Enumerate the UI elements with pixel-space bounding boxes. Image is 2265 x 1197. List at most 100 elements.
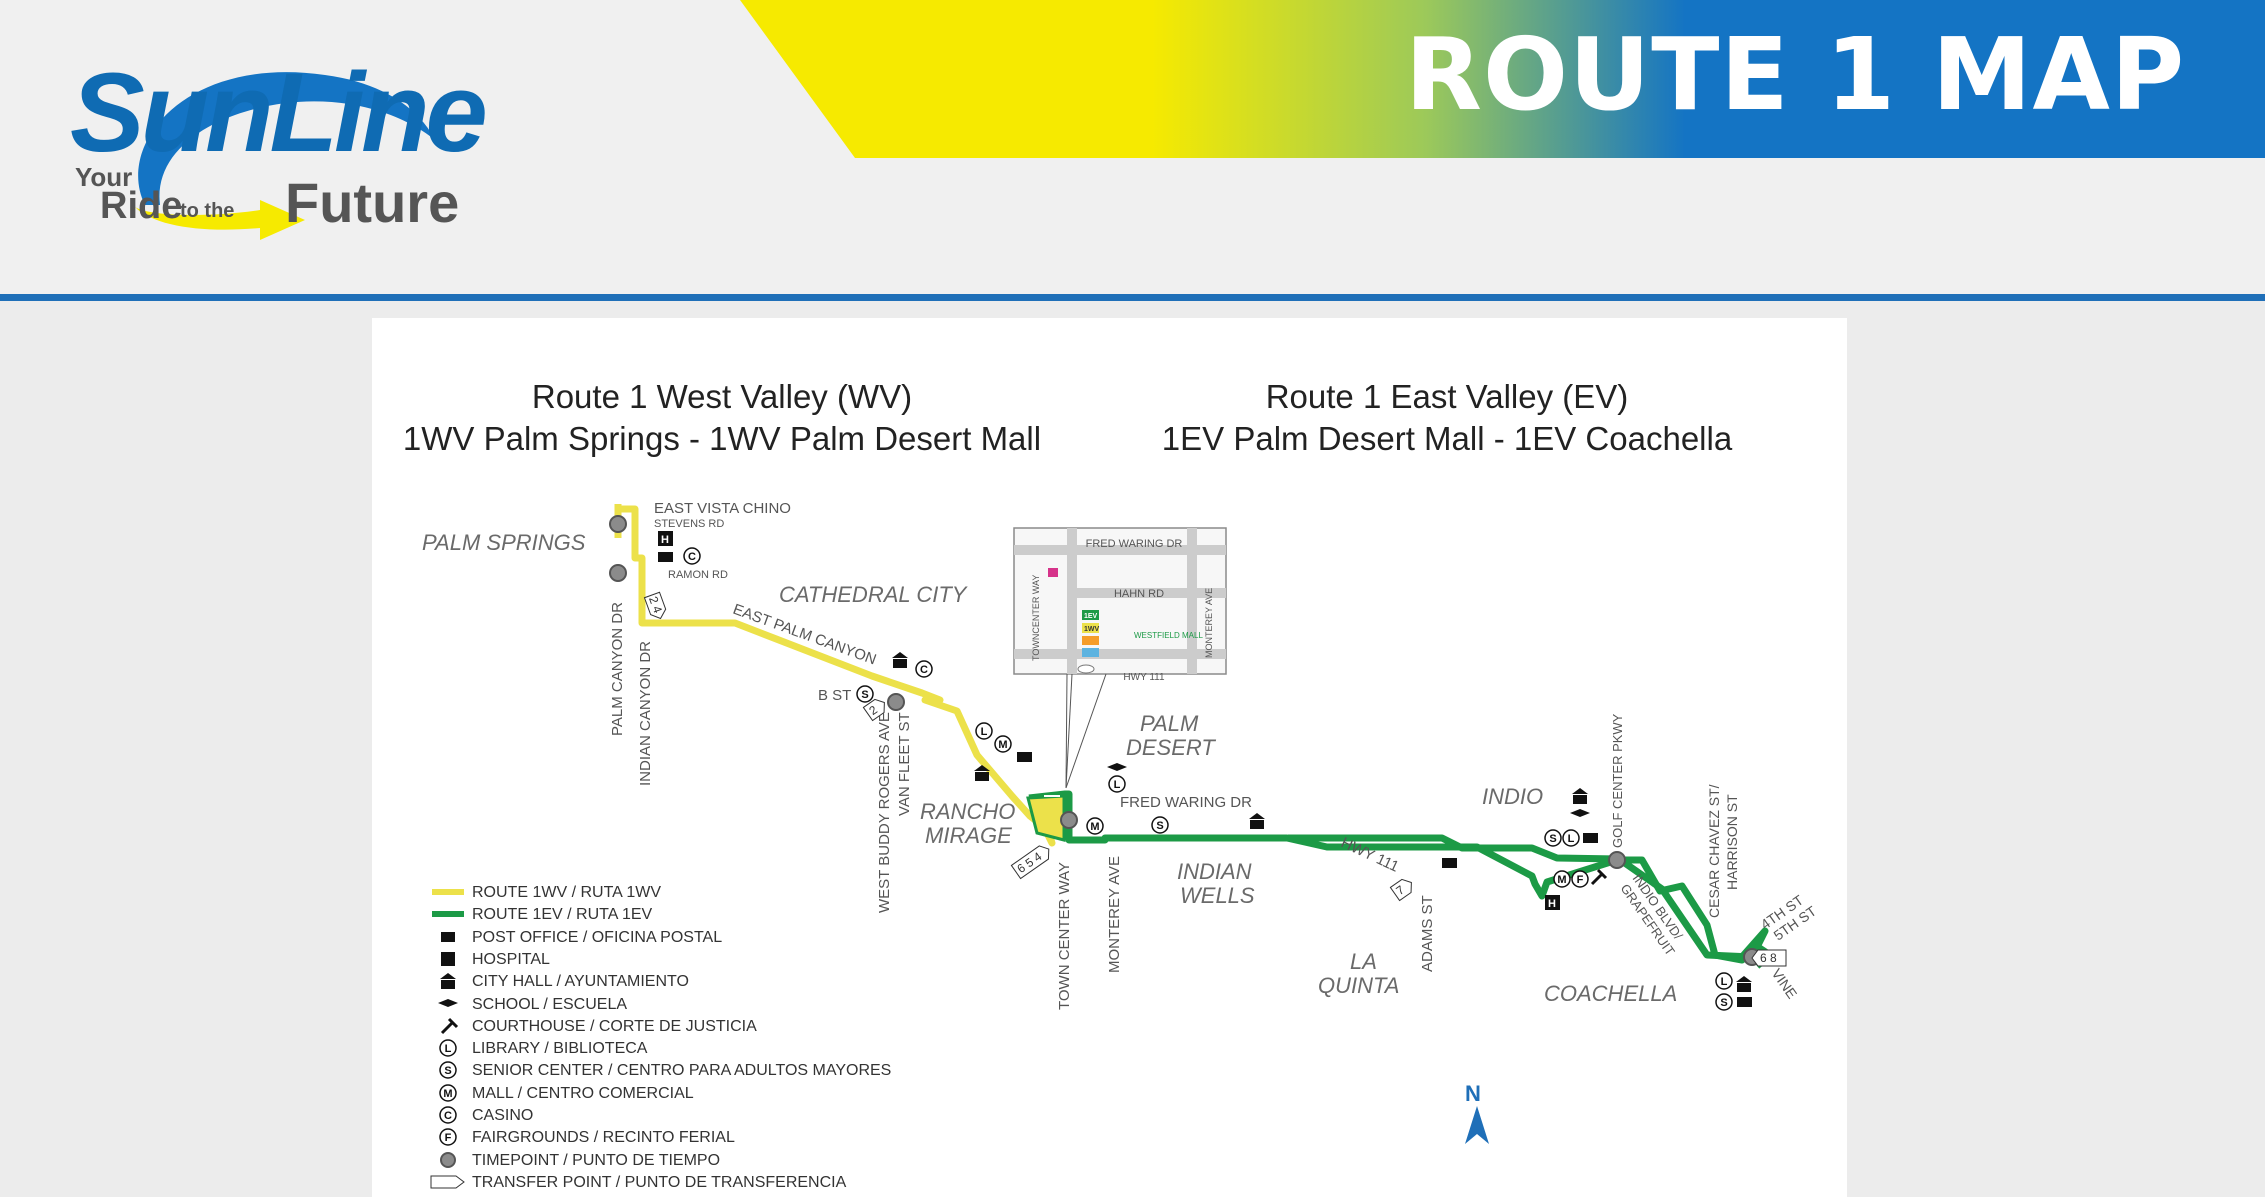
mall-symbol: M — [998, 739, 1007, 751]
header-divider — [0, 294, 2265, 301]
legend-item: F FAIRGROUNDS / RECINTO FERIAL — [430, 1127, 990, 1149]
senior-center-icon — [856, 685, 874, 703]
legend-item: ROUTE 1WV / RUTA 1WV — [430, 882, 990, 904]
fairgrounds-symbol: F — [1577, 874, 1584, 886]
amenity-icons — [658, 531, 1752, 1011]
city-hall-icon — [892, 652, 908, 668]
legend-label: CITY HALL / AYUNTAMIENTO — [472, 973, 689, 991]
legend-label: FAIRGROUNDS / RECINTO FERIAL — [472, 1129, 735, 1147]
city-hall-icon — [1249, 813, 1265, 829]
east-valley-subtitle: 1EV Palm Desert Mall - 1EV Coachella — [1161, 420, 1733, 457]
legend-item: POST OFFICE / OFICINA POSTAL — [430, 927, 990, 949]
street-indian-canyon: INDIAN CANYON DR — [637, 641, 654, 786]
town-center-loop — [1026, 794, 1066, 842]
mall-icon: M — [439, 1083, 457, 1102]
post-office-icon — [1583, 833, 1598, 843]
senior-symbol: S — [1720, 997, 1727, 1009]
senior-center-icon — [1715, 993, 1733, 1011]
east-valley-title: Route 1 East Valley (EV) — [1265, 378, 1629, 415]
library-icon: L — [439, 1039, 457, 1057]
city-palm: PALM — [1140, 711, 1199, 736]
logo-tagline-ride: Ride — [100, 185, 183, 227]
street-monterey-ave: MONTEREY AVE — [1106, 856, 1123, 973]
post-office-icon — [1737, 997, 1752, 1007]
mall-symbol: M — [1090, 821, 1099, 833]
mall-symbol: M — [1557, 874, 1566, 886]
legend-item: CITY HALL / AYUNTAMIENTO — [430, 971, 990, 993]
legend-label: ROUTE 1EV / RUTA 1EV — [472, 906, 653, 924]
transfer-point-icon — [430, 1175, 465, 1189]
timepoint-ramon — [609, 564, 627, 582]
legend-item: TIMEPOINT / PUNTO DE TIEMPO — [430, 1150, 990, 1172]
legend-label: ROUTE 1WV / RUTA 1WV — [472, 884, 662, 901]
senior-symbol: S — [1156, 820, 1163, 832]
street-harrison: HARRISON ST — [1724, 794, 1740, 890]
legend-symbol-letter: L — [445, 1043, 452, 1055]
transfer-point-coachella: 6 8 — [1751, 949, 1787, 967]
library-icon — [1108, 775, 1126, 793]
city-rancho: RANCHO — [920, 799, 1015, 824]
mall-icon — [1553, 870, 1571, 888]
mall-inset-map — [1013, 527, 1227, 789]
north-arrow-icon — [1465, 1106, 1489, 1144]
street-cesar-chavez: CESAR CHAVEZ ST/ — [1706, 784, 1722, 918]
timepoint-town-center — [1060, 811, 1078, 829]
transfer-point-b-st: 2 — [862, 698, 885, 722]
library-symbol: L — [1568, 833, 1575, 845]
legend-symbol-letter: M — [443, 1088, 452, 1100]
legend-label: SCHOOL / ESCUELA — [472, 995, 628, 1013]
timepoint-vista-chino — [609, 515, 627, 533]
school-icon — [438, 998, 458, 1007]
city-indio: INDIO — [1482, 784, 1543, 809]
post-office-icon — [1017, 752, 1032, 762]
green-line-icon — [432, 911, 464, 918]
route-1ev-east-segment — [1288, 834, 1774, 969]
svg-text:6 8: 6 8 — [1760, 951, 1777, 965]
school-icon — [1107, 763, 1127, 771]
legend-label: POST OFFICE / OFICINA POSTAL — [472, 928, 723, 946]
legend-symbol-letter: F — [445, 1132, 452, 1144]
street-east-palm-canyon: EAST PALM CANYON — [731, 601, 879, 669]
library-symbol: L — [981, 726, 988, 738]
hospital-icon: H — [441, 951, 455, 966]
casino-icon: C — [439, 1106, 457, 1124]
senior-center-icon — [1544, 829, 1562, 847]
street-town-center-way: TOWN CENTER WAY — [1056, 862, 1073, 1010]
sunline-logo: SunLine Your Ride to the Future — [55, 35, 488, 245]
timepoint-icon — [440, 1151, 456, 1168]
transfer-point-ramon: 2 4 — [643, 591, 667, 620]
library-icon — [1562, 829, 1580, 847]
courthouse-icon — [1590, 868, 1608, 886]
city-hall-icon — [974, 765, 990, 781]
senior-symbol: S — [861, 689, 868, 701]
legend-symbol-letter: C — [444, 1110, 452, 1122]
school-icon — [1570, 809, 1590, 817]
route-map: FRED WARING DR HAHN RD HWY 111 TOWNCENTE… — [422, 500, 1820, 1011]
inset-street-monterey: MONTEREY AVE — [1204, 588, 1214, 658]
city-coachella: COACHELLA — [1544, 981, 1677, 1006]
library-icon — [1715, 972, 1733, 990]
city-hall-icon — [440, 973, 456, 990]
legend-item: M MALL / CENTRO COMERCIAL — [430, 1083, 990, 1105]
svg-text:2 4: 2 4 — [646, 594, 665, 615]
hospital-icon — [1545, 895, 1560, 910]
post-office-icon — [441, 931, 455, 942]
legend-label: SENIOR CENTER / CENTRO PARA ADULTOS MAYO… — [472, 1062, 892, 1080]
library-icon — [975, 722, 993, 740]
inset-street-hahn: HAHN RD — [1114, 588, 1164, 600]
legend-label: MALL / CENTRO COMERCIAL — [472, 1084, 694, 1102]
hospital-symbol: H — [1548, 898, 1556, 910]
transfer-point-town-center: 6 5 4 — [1010, 845, 1050, 880]
inset-bay-1wv: 1WV — [1084, 626, 1100, 633]
fairgrounds-icon — [1571, 870, 1589, 888]
legend-item: TRANSFER POINT / PUNTO DE TRANSFERENCIA — [430, 1172, 990, 1194]
street-ramon-rd: RAMON RD — [668, 569, 728, 581]
logo-swoosh-icon — [135, 72, 435, 240]
legend-item: ROUTE 1EV / RUTA 1EV — [430, 904, 990, 926]
street-fred-waring: FRED WARING DR — [1120, 794, 1252, 811]
west-valley-subtitle: 1WV Palm Springs - 1WV Palm Desert Mall — [402, 420, 1042, 457]
north-label: N — [1465, 1081, 1481, 1106]
street-west-buddy-rogers: WEST BUDDY ROGERS AVE — [876, 712, 893, 913]
inset-street-hwy-111: HWY 111 — [1123, 672, 1165, 683]
